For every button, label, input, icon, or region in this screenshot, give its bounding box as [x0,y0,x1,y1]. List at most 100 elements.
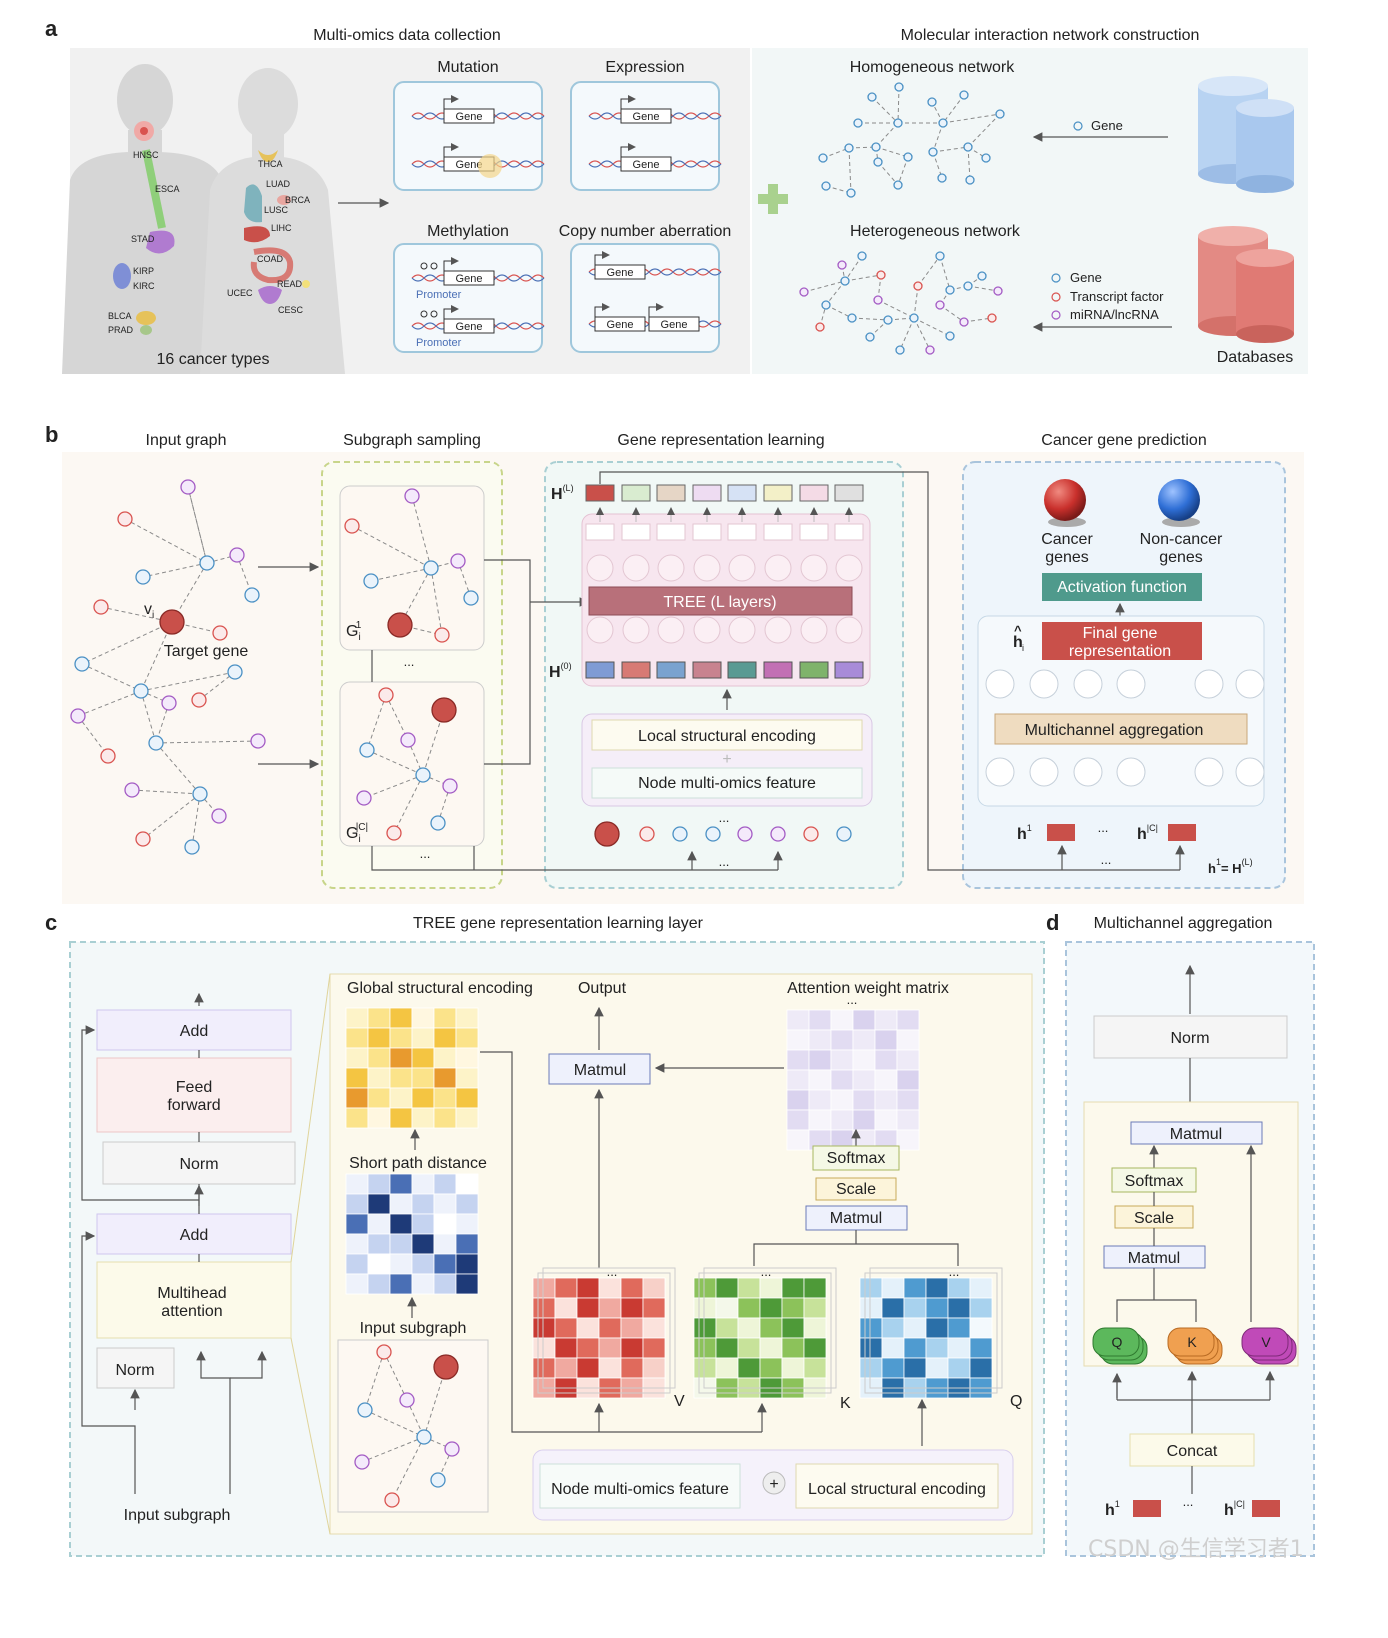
graph-node [124,782,140,798]
graph-node [430,815,446,831]
qkv-label: V [1261,1334,1271,1350]
multichannel-title: Multichannel aggregation [1094,915,1273,932]
graph-node [873,295,883,305]
graph-node [963,142,973,152]
graph-node [893,118,903,128]
graph-node [354,1454,370,1470]
local-enc-box [591,719,863,751]
graph-node [431,697,457,723]
lung-icon [244,184,262,223]
graph-node [344,518,360,534]
hL-label: H(L) [551,483,574,503]
graph-node [903,152,913,162]
hL-cell [656,484,686,502]
network-construction-title: Molecular interaction network constructi… [901,27,1200,44]
graph-node [250,733,266,749]
gene-label: Gene [456,321,483,333]
bottom-row-ellipsis: ... [719,854,730,869]
activation-box [1042,573,1202,601]
graph-node [357,1402,373,1418]
graph-node [895,345,905,355]
graph-node [386,825,402,841]
graph-node [70,708,86,724]
subgraph-sampling-title: Subgraph sampling [343,432,481,449]
h-tilde-c-label: h|C| [1137,823,1158,843]
h0-cell [621,661,651,679]
promoter-label: Promoter [416,337,462,349]
hL-cell [834,484,864,502]
liver-icon [244,226,270,243]
graph-node [594,821,620,847]
h0-cell [799,661,829,679]
hL-cell [727,484,757,502]
graph-node [846,188,856,198]
mutation-title: Mutation [437,59,498,76]
h-tilde-1-label: h1 [1017,823,1032,843]
graph-node [935,251,945,261]
hL-cell [621,484,651,502]
colon-icon [250,247,294,284]
omics-boxes: GeneGeneGeneGeneGenePromoterGenePromoter… [393,81,722,353]
graph-node [836,826,852,842]
graph-node [737,826,753,842]
hetero-legend-gene: Gene [1070,270,1102,285]
node-feat-box [591,767,863,799]
graph-node [840,276,850,286]
graph-node [847,313,857,323]
norm-label-top: Norm [179,1156,218,1173]
databases-label: Databases [1217,349,1294,366]
q-ellipsis: ... [949,1264,960,1279]
h-tilde-ellipsis-2: ... [1101,852,1112,867]
global-structural-matrix [345,1007,479,1129]
cancer-type-count: 16 cancer types [157,351,270,368]
h0-label: H(0) [549,661,572,681]
omics-box [570,243,720,353]
hL-cell [585,484,615,502]
graph-node [463,590,479,606]
graph-node [938,118,948,128]
local-enc-label-c: Local structural encoding [808,1481,986,1498]
graph-node [148,735,164,751]
graph-node [211,808,227,824]
multichannel-label: Multichannel aggregation [1025,722,1204,739]
label-coad: COAD [257,254,284,264]
graph-node [987,313,997,323]
attention-d-box [1083,1101,1299,1367]
graph-node [117,511,133,527]
scale-label-d: Scale [1134,1210,1174,1227]
graph-node [945,285,955,295]
label-hnsc: HNSC [133,150,159,160]
subgraph-1-graph [344,488,479,643]
graph-node [430,1472,446,1488]
graph-node [423,560,439,576]
output-label: Output [578,980,627,997]
gene-label: Gene [456,111,483,123]
label-blca: BLCA [108,311,132,321]
graph-node [925,345,935,355]
graph-node [883,315,893,325]
graph-node [400,732,416,748]
cancer-gene-prediction-title: Cancer gene prediction [1041,432,1206,449]
graph-node [959,90,969,100]
v-ellipsis: ... [607,1264,618,1279]
hc-label-d: h|C| [1224,1499,1245,1519]
graph-node [965,175,975,185]
k-matrix [693,1267,837,1399]
gene-rep-title: Gene representation learning [617,432,824,449]
graph-node [384,1492,400,1508]
softmax-label-d: Softmax [1125,1173,1184,1190]
norm-label-bottom: Norm [115,1362,154,1379]
gene-legend-icon-2 [1051,273,1061,283]
zoom-lines [290,973,331,1263]
k-label-c: K [840,1395,851,1412]
input-graph [70,479,266,855]
gene-label: Gene [456,273,483,285]
tree-layer-title: TREE gene representation learning layer [413,915,704,932]
subgraph-c-graph [356,687,458,841]
graph-node [387,612,413,638]
graph-node [227,664,243,680]
softmax-label-c: Softmax [827,1150,886,1167]
graph-node [865,332,875,342]
promoter-label: Promoter [416,289,462,301]
